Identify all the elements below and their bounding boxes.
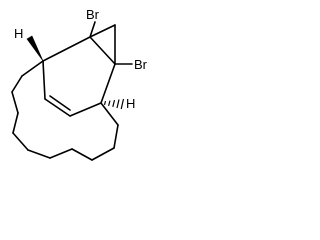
bond-alkene-to-bridgehead-left: [42, 60, 46, 100]
atom-label-h-right: H: [126, 96, 135, 111]
bond-ring-5: [12, 132, 29, 151]
bond-ring-6: [27, 149, 51, 159]
bond-ring-10: [113, 124, 119, 149]
chemical-structure: Br Br H H: [11, 7, 148, 161]
wedge-bond-h-left: [26, 35, 44, 62]
bond-bridgehead-left-to-cyclopropane-cbr: [42, 36, 91, 62]
bond-bridgehead-right-to-cbr: [100, 63, 116, 104]
bond-ring-9: [91, 147, 115, 161]
bond-ring-4: [12, 112, 19, 134]
bond-ring-11: [100, 102, 119, 126]
bond-c-br-top: [89, 21, 96, 38]
bond-alkene-double: [44, 98, 71, 117]
bond-alkene-double-inner: [49, 95, 71, 111]
bond-ring-7: [49, 148, 73, 159]
bond-ring-8: [71, 148, 93, 161]
atom-label-br-top: Br: [86, 7, 100, 22]
atom-label-br-right: Br: [134, 57, 148, 72]
bond-cyclopropane-fused: [89, 36, 116, 65]
bond-bridgehead-right-to-alkene: [69, 102, 102, 117]
bond-ring-3: [11, 91, 19, 114]
hashed-bond-h-right: [103, 98, 125, 110]
bond-ring-1: [21, 60, 44, 77]
atom-label-h-left: H: [14, 26, 23, 41]
bond-cyclopropane-cbr-to-ch2: [89, 24, 116, 38]
bond-ring-2: [11, 75, 23, 93]
